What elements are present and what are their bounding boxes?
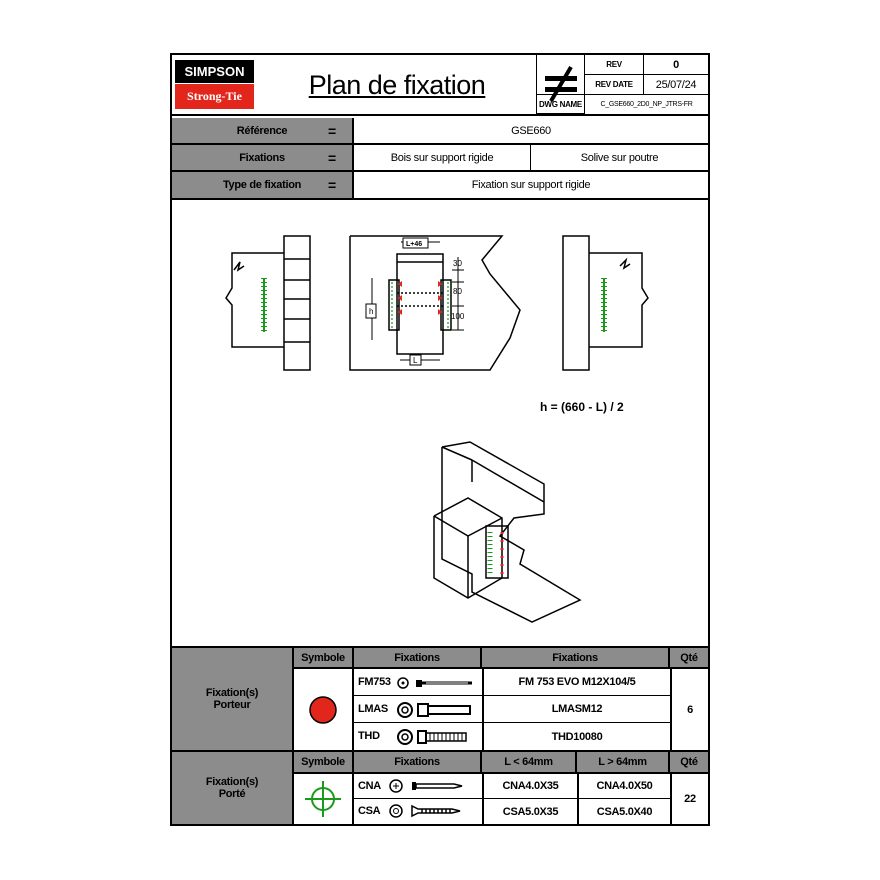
rev-date-label: REV DATE [584,74,644,95]
header: SIMPSON Strong-Tie Plan de fixation REV … [172,55,708,116]
porteur-fixations-header-2: Fixations [482,648,670,669]
info-table: Référence = GSE660 Fixations = Bois sur … [172,118,708,200]
porteur-symbole-header: Symbole [294,648,354,669]
porte-qte-value: 22 [670,774,708,824]
reference-value: GSE660 [352,118,708,145]
porte-table: Fixation(s) Porté Symbole Fixations L < … [172,750,708,824]
porteur-row-1: FM753 FM 753 EVO M12X104/5 [354,669,670,696]
porte-l-small-header: L < 64mm [482,752,577,774]
porteur-row-3: THD THD10080 [354,723,670,750]
rev-value: 0 [643,55,708,75]
fm753-anchor-icon [397,677,472,689]
lmas-bolt-icon [397,702,471,718]
dim-L-label: L [413,356,418,365]
dim-100-label: 100 [451,312,465,321]
porteur-qte-value: 6 [670,669,708,750]
dwg-name-label: DWG NAME [536,94,585,114]
porte-symbole-header: Symbole [294,752,354,774]
thd-screw-icon [397,729,467,745]
porte-fixations-header: Fixations [354,752,482,774]
porteur-label: Fixation(s) Porteur [172,648,294,750]
porteur-symbol [294,669,354,750]
dwg-name-value: C_GSE660_2D0_NP_JTRS-FR [584,94,708,114]
dim-30-label: 30 [453,259,462,268]
porte-row-1: CNA CNA4.0X35 CNA4.0X50 [354,774,670,799]
porteur-table: Fixation(s) Porteur Symbole Fixations Fi… [172,646,708,750]
fixations-value-1: Bois sur support rigide [352,145,530,172]
porte-l-large-header: L > 64mm [577,752,670,774]
porte-qte-header: Qté [670,752,708,774]
porteur-qte-header: Qté [670,648,708,669]
fixations-label: Fixations = [172,145,352,172]
left-side-view [225,235,311,371]
red-fastener-marks [398,281,442,315]
strong-tie-logo: Strong-Tie [175,84,254,109]
porte-symbol [294,774,354,824]
csa-screw-icon [389,804,461,818]
right-side-view [562,235,649,371]
dim-h-label: h [369,307,373,316]
type-label: Type de fixation = [172,172,352,200]
formula-text: h = (660 - L) / 2 [540,400,624,414]
crosshair-icon [305,781,341,817]
isometric-view [433,441,582,623]
page-title: Plan de fixation [308,69,486,100]
type-value: Fixation sur support rigide [352,172,708,200]
reference-label: Référence = [172,118,352,145]
dim-width-label: L+46 [406,241,422,248]
cna-nail-icon [389,779,463,793]
porteur-row-2: LMAS LMASM12 [354,696,670,723]
fixations-value-2: Solive sur poutre [530,145,708,172]
dim-80-label: 80 [453,287,462,296]
drawing-sheet: SIMPSON Strong-Tie Plan de fixation REV … [170,53,710,826]
front-view [349,235,521,371]
technical-drawing: L+46 30 80 100 h L h = (660 - L) / 2 [225,235,649,623]
rev-label: REV [584,55,644,75]
porteur-fixations-header: Fixations [354,648,482,669]
porte-row-2: CSA CSA5.0X35 CSA5.0X40 [354,799,670,824]
simpson-logo: SIMPSON [175,60,254,83]
rev-date-value: 25/07/24 [643,74,708,95]
porte-label: Fixation(s) Porté [172,752,294,824]
